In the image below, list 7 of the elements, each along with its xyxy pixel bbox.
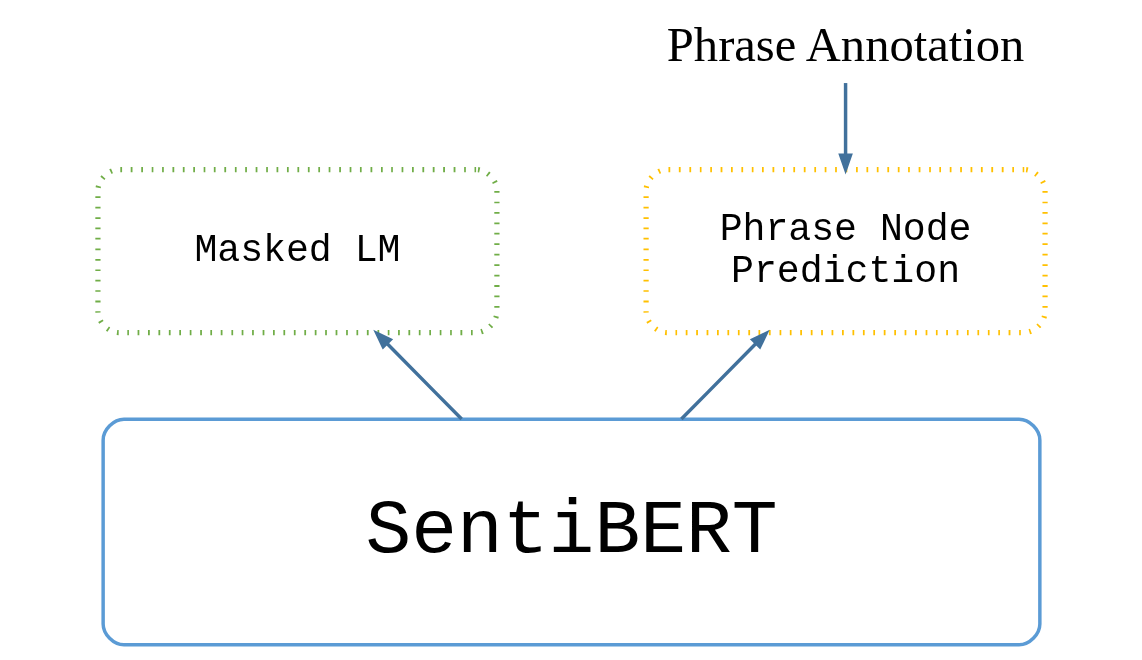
arrow	[837, 83, 853, 175]
node-text: Phrase Annotation	[666, 17, 1024, 72]
node-box: Masked LM	[94, 166, 499, 336]
node-box: SentiBERT	[100, 417, 1042, 647]
node-box: Phrase Node Prediction	[643, 166, 1048, 336]
arrow	[372, 329, 463, 421]
arrow	[679, 329, 770, 421]
